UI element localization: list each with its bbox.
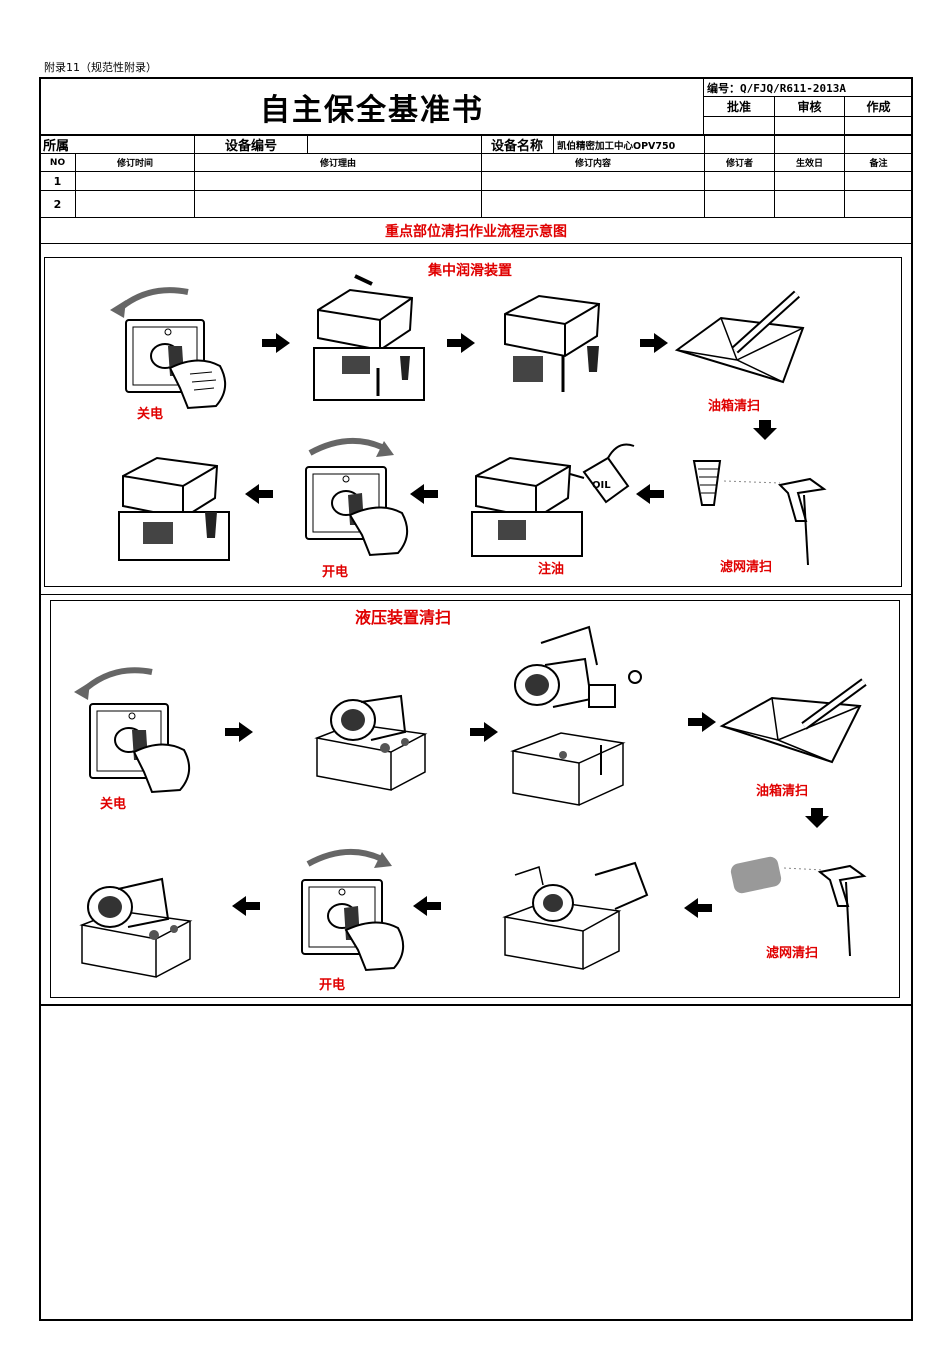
oil-can-text: OIL	[592, 480, 611, 491]
arrow-right-icon	[447, 333, 475, 353]
panel1-refill-label: 注油	[538, 562, 565, 577]
filter-blowing-illustration	[730, 856, 867, 957]
panel1-title: 集中润滑装置	[428, 263, 512, 279]
hydraulic-unit-filter-illustration	[502, 861, 649, 970]
hydraulic-unit-illustration	[314, 694, 428, 791]
rev-date-header: 修订时间	[116, 159, 153, 169]
approve-label: 批准	[726, 100, 751, 114]
lubricator-refill-illustration: OIL	[471, 443, 635, 557]
power-switch-on-illustration	[301, 849, 405, 972]
panel2-title: 液压装置清扫	[355, 608, 452, 627]
arrow-left-icon	[636, 484, 664, 504]
equipment-name-label: 设备名称	[490, 139, 543, 153]
arrow-left-icon	[232, 896, 260, 916]
panel1-power-off-label: 关电	[137, 407, 164, 422]
lubricator-illustration	[504, 294, 601, 392]
rev-row-2-no: 2	[53, 197, 62, 211]
rev-reviser-header: 修订者	[725, 159, 753, 169]
arrow-left-icon	[245, 484, 273, 504]
power-switch-off-illustration	[74, 667, 191, 794]
hydraulic-unit-disassembled-illustration	[510, 625, 642, 806]
review-label: 审核	[797, 100, 822, 114]
page-title: 自主保全基准书	[260, 93, 484, 128]
lubricator-removed-cap-illustration	[313, 274, 425, 401]
power-switch-off-illustration	[110, 287, 227, 410]
rev-reason-header: 修订理由	[319, 159, 356, 169]
rev-content-header: 修订内容	[574, 159, 611, 169]
rev-remark-header: 备注	[869, 159, 888, 169]
document-frame	[39, 77, 913, 1321]
author-label: 作成	[866, 100, 891, 114]
rev-effective-header: 生效日	[795, 159, 823, 169]
rev-no-header: NO	[49, 157, 66, 168]
rev-row-1-no: 1	[53, 174, 62, 188]
panel2-power-off-label: 关电	[100, 797, 127, 812]
belong-label: 所属	[43, 139, 70, 153]
panel1-power-on-label: 开电	[322, 565, 349, 580]
panel2-power-on-label: 开电	[319, 978, 346, 993]
panel1-tank-clean-label: 油箱清扫	[708, 399, 761, 414]
doc-number: 编号：Q/FJQ/R611-2013A	[707, 81, 846, 95]
lubricator-illustration	[118, 456, 230, 561]
oil-tank-cleaning-illustration	[719, 678, 867, 764]
hydraulic-unit-illustration	[79, 877, 193, 978]
oil-tank-cleaning-illustration	[674, 290, 805, 384]
arrow-left-icon	[684, 898, 712, 918]
arrow-left-icon	[410, 484, 438, 504]
panel1-filter-clean-label: 滤网清扫	[720, 560, 773, 575]
arrow-left-icon	[413, 896, 441, 916]
filter-blowing-illustration	[692, 460, 827, 566]
arrow-down-icon	[753, 420, 777, 440]
arrow-right-icon	[688, 712, 716, 732]
arrow-right-icon	[470, 722, 498, 742]
appendix-label: 附录11（规范性附录）	[44, 61, 157, 74]
section-title: 重点部位清扫作业流程示意图	[385, 224, 567, 240]
hydraulic-panel	[50, 600, 900, 998]
arrow-down-icon	[805, 808, 829, 828]
power-switch-on-illustration	[305, 438, 409, 557]
arrow-right-icon	[225, 722, 253, 742]
equipment-no-label: 设备编号	[224, 139, 277, 153]
panel2-tank-clean-label: 油箱清扫	[756, 784, 809, 799]
panel2-filter-clean-label: 滤网清扫	[766, 946, 819, 961]
arrow-right-icon	[262, 333, 290, 353]
arrow-right-icon	[640, 333, 668, 353]
equipment-name-value: 凯伯精密加工中心OPV750	[557, 140, 676, 152]
